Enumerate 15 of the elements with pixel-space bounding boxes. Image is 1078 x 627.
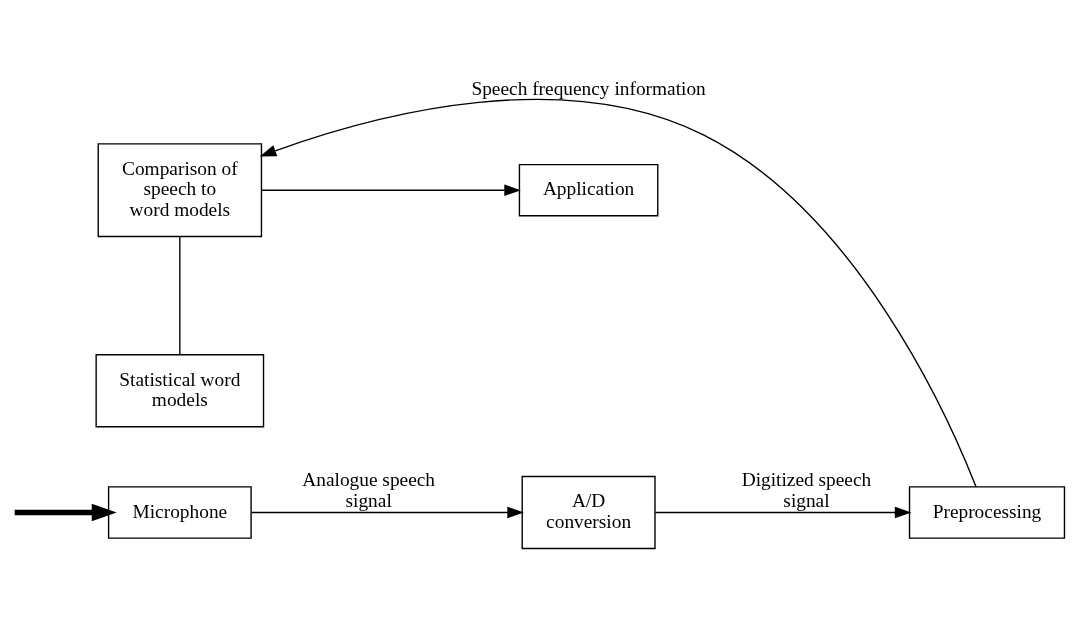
- node-box: Statistical word models: [95, 353, 265, 427]
- arrow: [14, 503, 117, 521]
- node-box: A/D conversion: [521, 475, 656, 549]
- node-box: Microphone: [107, 485, 252, 539]
- edge-label: Speech frequency information: [471, 77, 706, 99]
- node-box: Preprocessing: [908, 485, 1066, 539]
- arrow: [250, 506, 524, 518]
- connector: [179, 235, 181, 355]
- edge-label: Digitized speech signal: [741, 469, 872, 511]
- node-box: Comparison of speech to word models: [97, 142, 263, 237]
- node-box: Application: [518, 163, 659, 216]
- arrow: [654, 506, 912, 518]
- arrow: [259, 98, 977, 487]
- edge-label: Analogue speech signal: [302, 469, 436, 511]
- arrow: [261, 183, 521, 196]
